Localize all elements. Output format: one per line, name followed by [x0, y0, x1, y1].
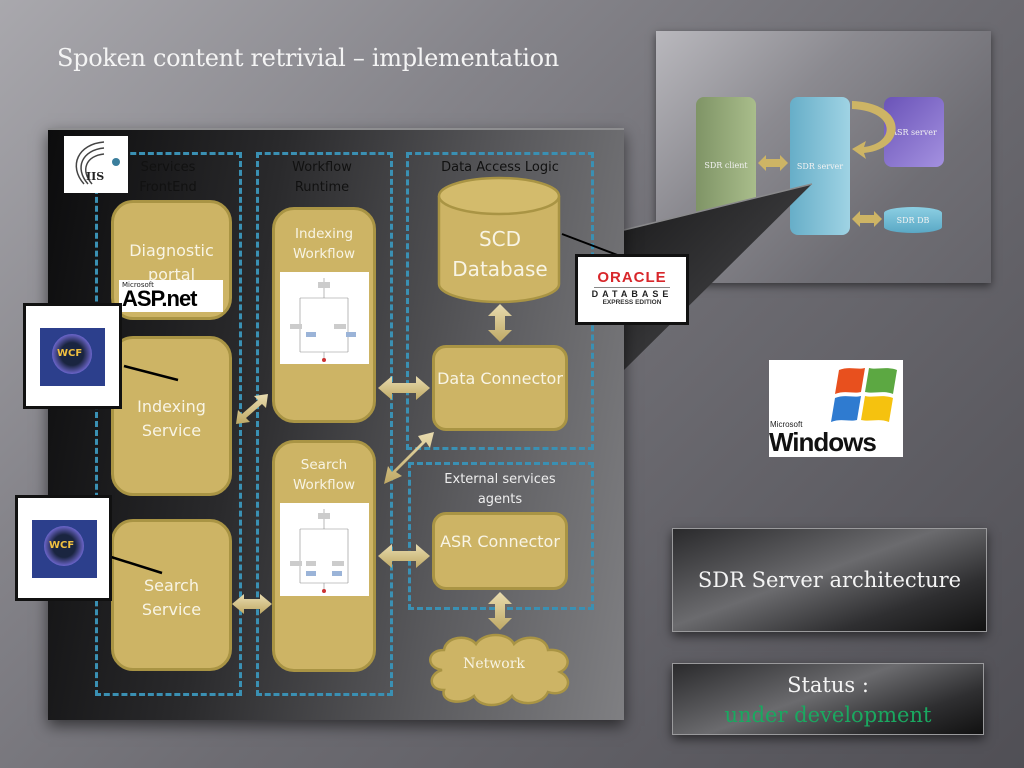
asr-connector: ASR Connector [432, 512, 568, 590]
data-connector: Data Connector [432, 345, 568, 431]
arrow-asrconnector-network [488, 592, 512, 630]
arrow-db-dataconnector [488, 304, 512, 342]
arrow-server-db [852, 211, 882, 227]
wcf-ring-icon [44, 526, 84, 566]
label-data-access-logic: Data Access Logic [441, 160, 559, 175]
oracle-logo: ORACLE DATABASE EXPRESS EDITION [575, 254, 689, 325]
wcf-logo-indexing: WCF [23, 303, 122, 409]
indexing-workflow-diagram [280, 272, 369, 364]
wcf-logo-search: WCF [15, 495, 112, 601]
arrow-searchwf-asrconnector [378, 544, 430, 568]
label-external-services: External services agents [444, 472, 556, 507]
status-value: under development [724, 703, 932, 727]
aspnet-logo: Microsoft ASP.net [119, 280, 223, 312]
indexing-service: Indexing Service [111, 336, 232, 496]
search-service: Search Service [111, 519, 232, 671]
scd-database [437, 176, 561, 304]
architecture-label-box: SDR Server architecture [672, 528, 987, 632]
iis-arcs-icon [75, 141, 120, 185]
overview-diagram: SDR client SDR server ASR server SDR DB [656, 31, 991, 283]
iis-logo: IIS [64, 136, 128, 193]
wcf-ring-icon [52, 334, 92, 374]
overview-arrows [758, 101, 896, 227]
wcf-badge: WCF [40, 328, 105, 386]
section-services-frontend [95, 152, 242, 696]
overview-sdr-server: SDR server [790, 97, 850, 235]
arrow-indexservice-indexwf [236, 394, 268, 424]
arrow-server-asr [852, 101, 896, 159]
status-label: Status : [787, 673, 869, 697]
overview-sdr-db: SDR DB [884, 207, 942, 233]
scd-database-label: SCD Database [452, 227, 548, 281]
section-workflow-runtime [256, 152, 393, 696]
search-workflow-diagram [280, 503, 369, 596]
wcf-badge: WCF [32, 520, 97, 578]
label-services-frontend: Services FrontEnd [139, 160, 197, 195]
windows-flag-icon [831, 368, 897, 422]
iis-text: IIS [86, 170, 105, 183]
arrow-searchservice-searchwf [232, 594, 272, 614]
windows-logo: Microsoft Windows [769, 360, 903, 457]
status-box: Status : under development [672, 663, 984, 735]
network-cloud [429, 633, 570, 707]
arrow-searchwf-dataconnector [384, 432, 434, 484]
arrow-client-server [758, 155, 788, 171]
arrow-indexwf-dataconnector [378, 376, 430, 400]
network-label: Network [463, 656, 525, 672]
label-workflow-runtime: Workflow Runtime [292, 160, 352, 195]
oracle-divider [594, 287, 670, 288]
slide-title: Spoken content retrivial – implementatio… [57, 44, 559, 72]
